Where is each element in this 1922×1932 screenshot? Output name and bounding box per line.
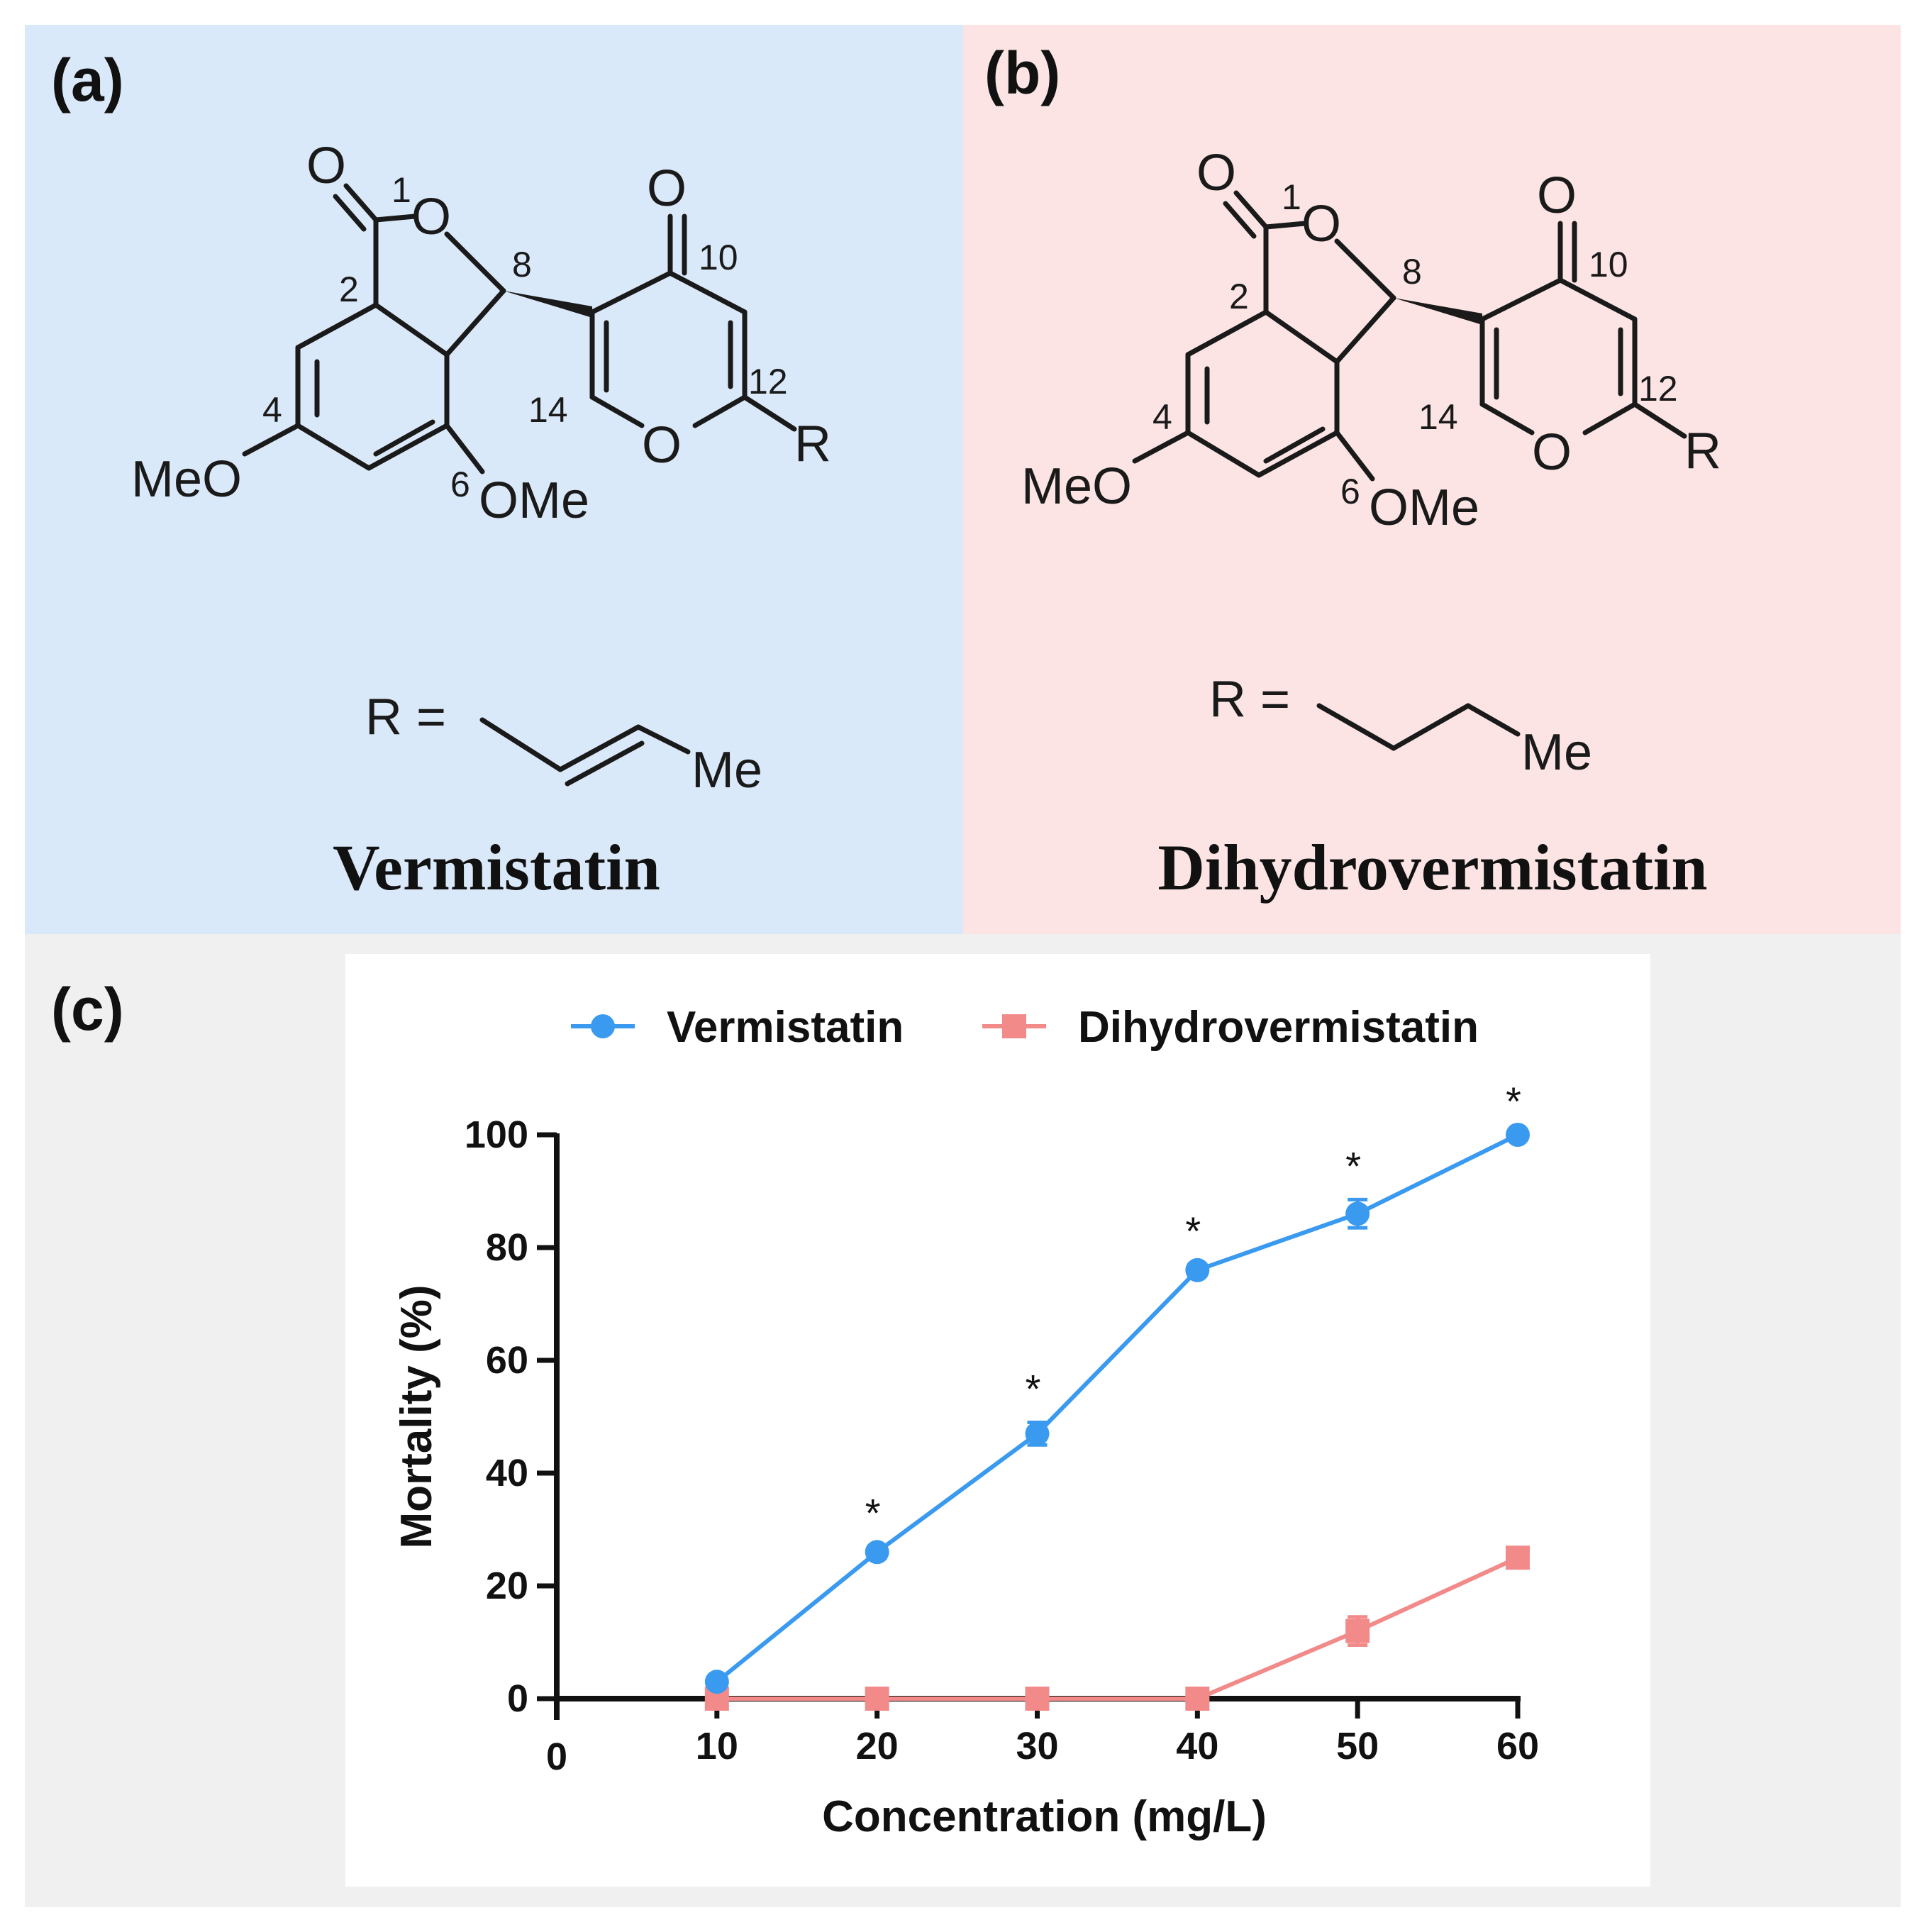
locant: 10 bbox=[1589, 245, 1628, 284]
locant: 4 bbox=[1152, 397, 1172, 437]
data-point-vermistatin bbox=[1185, 1258, 1210, 1282]
significance-marker: * bbox=[1345, 1143, 1361, 1188]
data-point-vermistatin bbox=[1025, 1421, 1050, 1446]
locant: 12 bbox=[748, 362, 788, 401]
x-tick-label: 10 bbox=[696, 1725, 738, 1767]
data-point-dihydrovermistatin bbox=[1185, 1687, 1210, 1711]
data-point-vermistatin bbox=[1345, 1201, 1370, 1226]
r-group-me: Me bbox=[1521, 724, 1592, 781]
atom-meo: MeO bbox=[1021, 458, 1132, 515]
locant: 12 bbox=[1638, 369, 1678, 409]
y-axis-title: Mortality (%) bbox=[392, 1285, 441, 1549]
data-point-vermistatin bbox=[865, 1540, 889, 1565]
data-point-dihydrovermistatin bbox=[1025, 1687, 1050, 1711]
panel-a-label: (a) bbox=[51, 47, 124, 113]
atom-o-ring: O bbox=[1301, 196, 1341, 252]
locant: 2 bbox=[1229, 277, 1249, 316]
legend-marker bbox=[591, 1014, 615, 1038]
chart-series: * * * * * bbox=[704, 1079, 1530, 1711]
compound-name-dihydrovermistatin: Dihydrovermistatin bbox=[1157, 831, 1708, 904]
y-tick-label: 20 bbox=[486, 1565, 528, 1607]
significance-marker: * bbox=[1506, 1079, 1521, 1123]
x-tick-label: 20 bbox=[856, 1725, 899, 1767]
y-tick-label: 100 bbox=[465, 1114, 528, 1156]
atom-o-ring: O bbox=[411, 189, 451, 245]
locant: 1 bbox=[391, 170, 411, 210]
atom-o-pyran: O bbox=[1532, 424, 1572, 481]
panel-a bbox=[25, 25, 963, 934]
r-group-prefix: R = bbox=[1209, 671, 1290, 728]
r-group-a: R = Me bbox=[365, 689, 762, 799]
x-tick-label: 0 bbox=[546, 1736, 567, 1778]
locant: 2 bbox=[339, 270, 359, 309]
atom-r: R bbox=[1684, 423, 1721, 479]
significance-marker: * bbox=[865, 1490, 881, 1535]
data-point-dihydrovermistatin bbox=[1345, 1619, 1370, 1643]
x-tick-label: 50 bbox=[1336, 1725, 1379, 1767]
panel-b bbox=[963, 25, 1901, 934]
atom-ome: OMe bbox=[1369, 479, 1479, 536]
locant: 8 bbox=[512, 245, 532, 284]
chart-plot-area bbox=[345, 954, 1650, 1887]
data-point-vermistatin bbox=[1506, 1123, 1530, 1147]
series-line-dihydrovermistatin bbox=[716, 1555, 1519, 1701]
legend-label: Dihydrovermistatin bbox=[1078, 1003, 1479, 1052]
series-line-vermistatin bbox=[715, 1133, 1519, 1684]
atom-meo: MeO bbox=[131, 451, 242, 508]
locant: 4 bbox=[262, 390, 282, 430]
compound-name-vermistatin: Vermistatin bbox=[333, 831, 660, 904]
significance-marker: * bbox=[1185, 1209, 1201, 1253]
atom-ome: OMe bbox=[479, 472, 589, 529]
locant: 14 bbox=[1418, 397, 1458, 437]
data-point-dihydrovermistatin bbox=[1506, 1545, 1530, 1570]
atom-o-pyran: O bbox=[642, 417, 682, 474]
x-tick-label: 60 bbox=[1496, 1725, 1539, 1767]
r-group-me: Me bbox=[691, 742, 762, 799]
chemical-structures: O O O O MeO OMe R 1 2 4 6 8 10 12 14 O O… bbox=[131, 138, 1721, 799]
data-point-vermistatin bbox=[704, 1670, 729, 1694]
significance-marker: * bbox=[1026, 1366, 1041, 1411]
locant: 10 bbox=[699, 238, 738, 277]
locant: 1 bbox=[1282, 177, 1301, 217]
y-tick-label: 80 bbox=[486, 1226, 528, 1269]
x-tick-label: 40 bbox=[1176, 1725, 1218, 1767]
y-tick-label: 40 bbox=[486, 1452, 528, 1494]
panel-c-label: (c) bbox=[51, 976, 124, 1043]
legend-marker bbox=[1002, 1014, 1026, 1038]
locant: 6 bbox=[450, 465, 470, 504]
y-tick-label: 60 bbox=[486, 1339, 528, 1382]
x-tick-label: 30 bbox=[1016, 1725, 1058, 1767]
locant: 14 bbox=[528, 390, 568, 430]
y-tick-label: 0 bbox=[507, 1677, 528, 1720]
atom-o-carbonyl: O bbox=[306, 138, 346, 194]
locant: 8 bbox=[1402, 252, 1422, 292]
locant: 6 bbox=[1340, 472, 1360, 511]
atom-r: R bbox=[794, 416, 831, 472]
legend-label: Vermistatin bbox=[667, 1003, 904, 1052]
r-group-b: R = Me bbox=[1209, 671, 1592, 781]
atom-o-ketone: O bbox=[1537, 167, 1577, 224]
data-point-dihydrovermistatin bbox=[865, 1687, 889, 1711]
atom-o-ketone: O bbox=[647, 160, 687, 217]
x-axis-title: Concentration (mg/L) bbox=[822, 1792, 1267, 1841]
chart-legend: Vermistatin Dihydrovermistatin bbox=[571, 1003, 1479, 1052]
atom-o-carbonyl: O bbox=[1196, 145, 1236, 201]
panel-b-label: (b) bbox=[984, 40, 1061, 106]
r-group-prefix: R = bbox=[365, 689, 446, 745]
